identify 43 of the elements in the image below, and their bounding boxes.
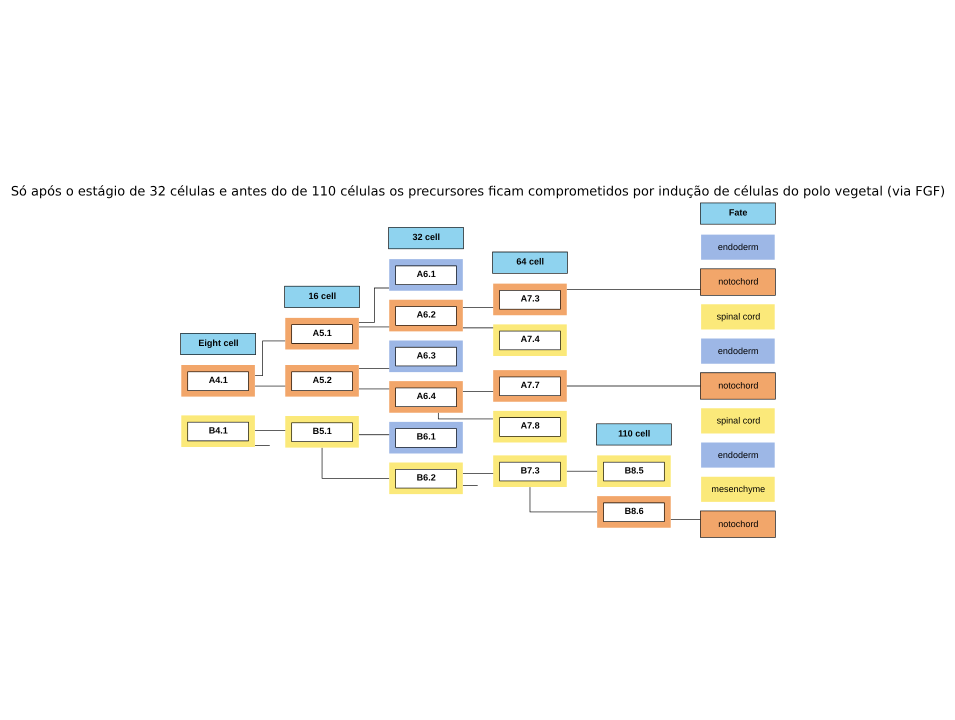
node-box: spinal cord: [700, 304, 774, 330]
connector: [566, 289, 700, 290]
diagram-title: Só após o estágio de 32 células e antes do de 110 células os precursores ficam comprometidos por indução de células do polo vegetal (via FGF): [10, 184, 945, 200]
node-box: A7.4: [492, 324, 566, 356]
node-box: A5.1: [284, 318, 358, 350]
connector: [437, 412, 493, 420]
connector: [462, 473, 493, 474]
node-box: B5.1: [284, 416, 358, 448]
node-box: B6.2: [388, 462, 462, 494]
connector: [358, 434, 390, 436]
node-box: mesenchyme: [700, 476, 774, 502]
node-box: A5.2: [284, 365, 358, 397]
node-box: B8.6: [596, 496, 670, 528]
connector: [462, 485, 478, 486]
node-box: B7.3: [492, 455, 566, 488]
connector: [462, 391, 493, 392]
node-box: B6.1: [388, 422, 462, 454]
node-box: A6.1: [388, 259, 462, 291]
node-box: spinal cord: [700, 408, 774, 434]
connector: [254, 340, 285, 376]
node-box: endoderm: [700, 442, 774, 468]
connector: [358, 388, 390, 390]
node-box: A4.1: [180, 365, 254, 397]
node-box: A6.2: [388, 300, 462, 332]
node-box: endoderm: [700, 338, 774, 364]
node-box: A6.4: [388, 381, 462, 413]
node-box: B4.1: [180, 415, 254, 448]
connector: [566, 470, 597, 472]
connector: [321, 448, 389, 479]
connector: [670, 519, 700, 520]
connector: [462, 307, 493, 308]
connector: [254, 430, 286, 431]
node-box: B8.5: [596, 455, 670, 488]
connector: [358, 288, 389, 323]
node-box: A7.8: [492, 410, 566, 442]
connector: [254, 445, 270, 446]
connector: [358, 326, 390, 328]
node-box: A7.3: [492, 284, 566, 316]
connector: [529, 486, 597, 512]
node-box: A6.3: [388, 340, 462, 372]
connector: [358, 368, 390, 369]
node-box: A7.7: [492, 370, 566, 402]
node-box: endoderm: [700, 234, 774, 260]
